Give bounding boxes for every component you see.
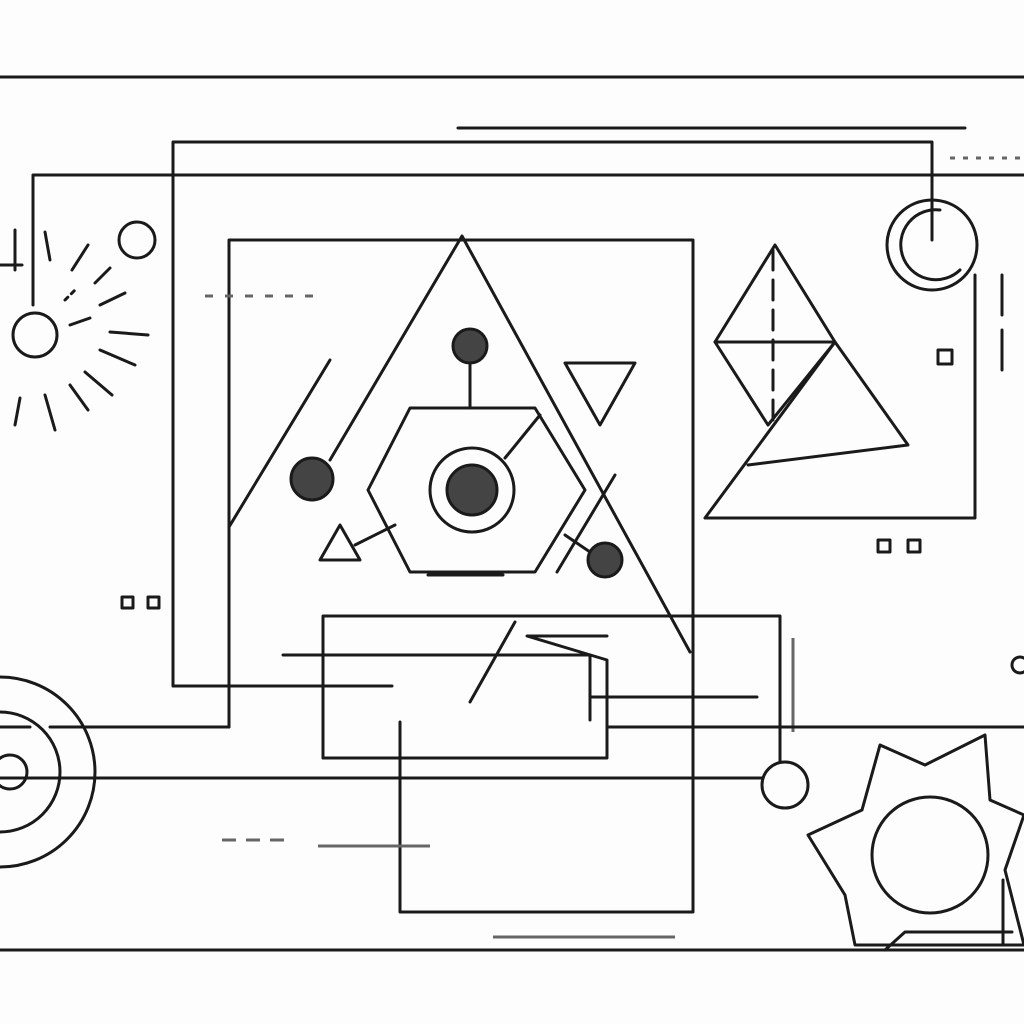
node-right [586,541,624,579]
small-circle [117,220,157,260]
ring-outer [885,198,979,292]
lower-slash [468,620,517,704]
gear-icon [806,733,1024,947]
tiny-circle [1010,655,1024,675]
slash-line [555,473,617,574]
inner-rect [227,238,695,914]
right-triangle-path [703,273,977,520]
gear-base-line [883,930,1014,952]
link-line-right [563,533,592,554]
node-top [451,327,489,365]
outer-frame-path [171,140,934,688]
center-ring [428,446,516,534]
small-square [876,538,892,554]
link-line [503,413,542,460]
big-triangle [328,234,692,654]
small-square [936,348,954,366]
lower-rect [321,614,782,764]
small-square [120,595,135,610]
lower-rect-inner [321,634,609,760]
diagonal-line [227,358,332,529]
gear-hub [870,795,990,915]
node-left [289,456,335,502]
diamond-bottom [713,340,837,427]
sun-burst-icon [0,228,150,432]
node-circle [760,760,810,810]
small-square [146,595,161,610]
small-link [353,523,397,547]
ring-arc [899,208,962,282]
small-triangle [318,523,362,562]
big-ring-inner [0,710,62,834]
hexagon [366,406,587,574]
center-dot [445,463,499,517]
big-ring-outer [0,675,97,869]
inverted-triangle [563,361,637,427]
diamond-top [713,243,837,344]
big-ring-center [0,753,29,791]
small-square [906,538,922,554]
upper-frame-line [31,173,1024,307]
